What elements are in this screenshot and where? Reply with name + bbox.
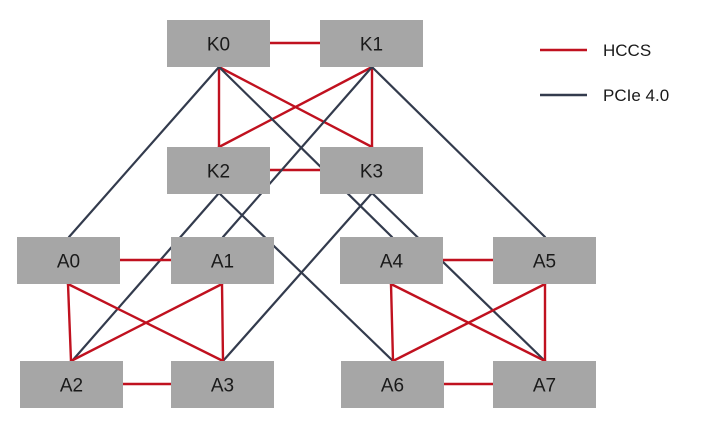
node-a4: A4 [340,237,443,284]
node-label: A5 [533,252,556,273]
node-a3: A3 [171,361,274,408]
node-box [171,237,274,284]
legend-label: HCCS [603,41,651,60]
node-box [320,20,423,67]
link-pcie-k2-a6 [217,191,395,363]
legend-item-hccs: HCCS [540,41,651,60]
link-hccs-a5-a6 [391,282,547,363]
link-pcie-k0-a0 [67,65,221,239]
node-k1: K1 [320,20,423,67]
node-label: A3 [211,376,234,397]
node-label: A6 [381,376,404,397]
link-pcie-k3-a3 [221,191,374,363]
node-box [341,361,444,408]
node-label: K2 [207,162,230,183]
links-layer [66,41,547,386]
link-hccs-a1-a2 [69,282,224,363]
node-label: A0 [57,252,80,273]
node-label: K0 [207,35,230,56]
node-k2: K2 [167,147,270,194]
node-k3: K3 [320,147,423,194]
node-box [171,361,274,408]
node-label: A7 [533,376,556,397]
node-box [340,237,443,284]
node-a6: A6 [341,361,444,408]
node-label: K1 [360,35,383,56]
node-box [320,147,423,194]
node-box [167,20,270,67]
node-a5: A5 [493,237,596,284]
node-a7: A7 [493,361,596,408]
link-pcie-k1-a1 [221,65,374,239]
link-hccs-k1-k2 [217,65,374,149]
legend: HCCS PCIe 4.0 [540,41,669,105]
node-a1: A1 [171,237,274,284]
node-box [17,237,120,284]
link-hccs-a0-a2 [66,282,73,363]
node-a2: A2 [20,361,123,408]
link-pcie-k3-a7 [370,191,547,363]
link-hccs-a4-a6 [389,282,395,363]
legend-label: PCIe 4.0 [603,86,669,105]
link-hccs-a1-a3 [220,282,225,363]
legend-item-pcie: PCIe 4.0 [540,86,669,105]
node-box [20,361,123,408]
node-box [493,361,596,408]
node-box [167,147,270,194]
node-label: A4 [380,252,404,273]
node-label: A2 [60,376,83,397]
link-pcie-k2-a2 [70,191,221,363]
node-label: K3 [360,162,383,183]
node-box [493,237,596,284]
link-pcie-k1-a5 [370,65,547,239]
node-a0: A0 [17,237,120,284]
node-label: A1 [211,252,234,273]
node-k0: K0 [167,20,270,67]
link-pcie-k0-a4 [217,65,394,239]
